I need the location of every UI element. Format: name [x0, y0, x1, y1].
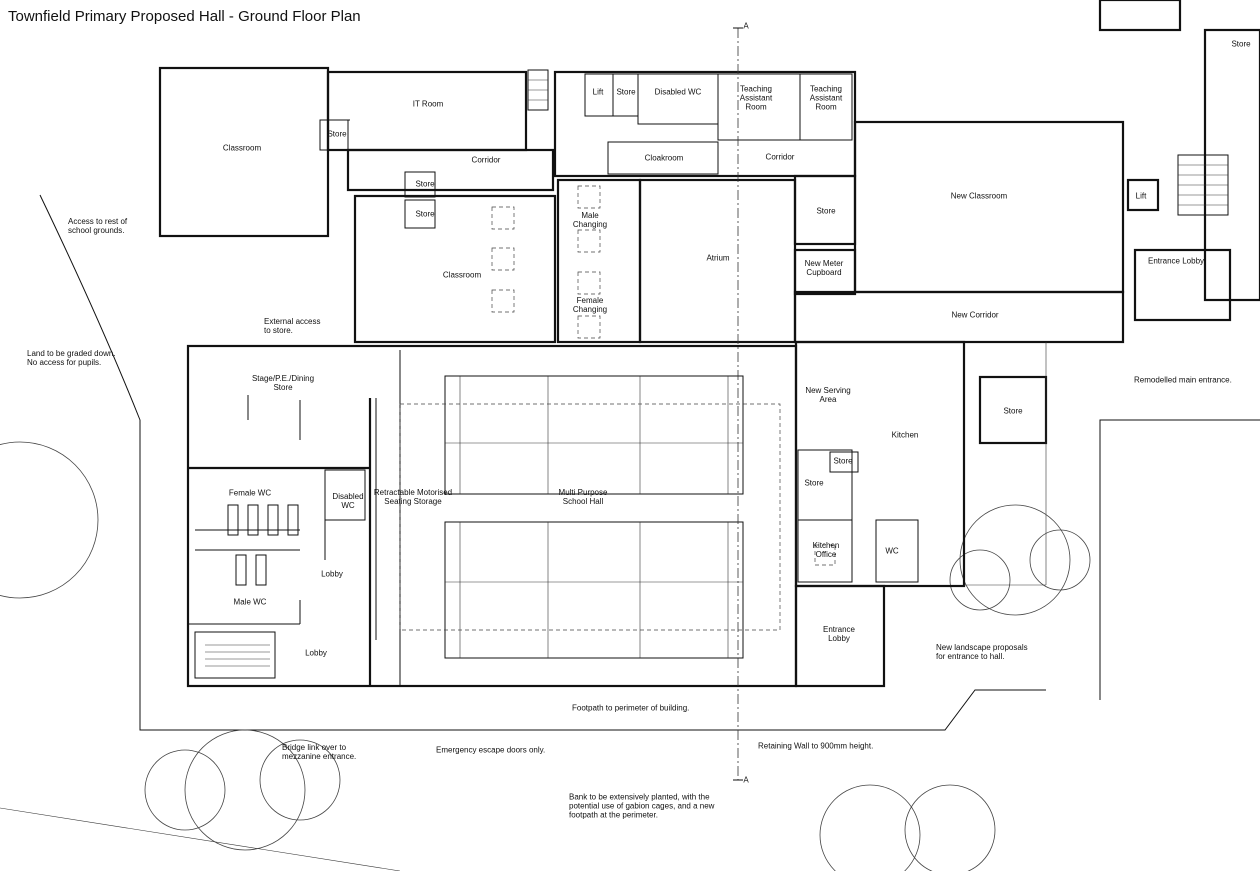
room-label-male-changing: Male Changing	[572, 211, 608, 229]
room-label-lobby-1: Lobby	[321, 569, 343, 579]
annotation-land-graded: Land to be graded down. No access for pu…	[27, 349, 116, 367]
site-boundary	[0, 194, 1260, 871]
room-label-male-wc: Male WC	[233, 597, 267, 607]
annotation-bridge-link: Bridge link over to mezzanine entrance.	[282, 743, 357, 761]
room-label-new-serving-area: New Serving Area	[805, 386, 851, 404]
room-label-store-2: Store	[415, 179, 435, 189]
room-label-classroom-1: Classroom	[222, 143, 262, 153]
room-label-store-3: Store	[415, 209, 435, 219]
room-label-lobby-2: Lobby	[305, 648, 327, 658]
room-label-classroom-2: Classroom	[442, 270, 482, 280]
room-label-store-7: Store	[833, 456, 853, 466]
room-label-corridor-1: Corridor	[471, 155, 501, 165]
room-label-kitchen-office: Kitchen Office	[812, 541, 840, 559]
room-label-store-5: Store	[816, 206, 836, 216]
existing-building-walls	[158, 0, 1260, 344]
room-label-store-6: Store	[1231, 39, 1251, 49]
annotation-remodelled-entrance: Remodelled main entrance.	[1134, 375, 1232, 385]
annotation-retaining-wall: Retaining Wall to 900mm height.	[758, 741, 874, 751]
room-label-store-8: Store	[804, 478, 824, 488]
room-label-atrium: Atrium	[706, 253, 730, 263]
room-label-wc: WC	[885, 546, 899, 556]
annotation-bank: Bank to be extensively planted, with the…	[569, 792, 715, 820]
room-label-disabled-wc-2: Disabled WC	[332, 492, 364, 510]
room-label-store-4: Store	[616, 87, 636, 97]
room-label-it-room: IT Room	[412, 99, 444, 109]
room-label-teaching-assistant-1: Teaching Assistant Room	[739, 84, 773, 112]
room-label-school-hall: Multi Purpose School Hall	[558, 488, 608, 506]
room-label-lift-2: Lift	[1135, 191, 1147, 201]
annotation-footpath: Footpath to perimeter of building.	[572, 703, 690, 713]
room-label-kitchen: Kitchen	[891, 430, 919, 440]
drawing-title: Townfield Primary Proposed Hall - Ground…	[8, 8, 361, 25]
annotation-access-grounds: Access to rest of school grounds.	[68, 217, 128, 235]
room-label-teaching-assistant-2: Teaching Assistant Room	[809, 84, 843, 112]
room-label-new-classroom: New Classroom	[950, 191, 1008, 201]
annotation-emergency: Emergency escape doors only.	[436, 745, 546, 755]
stairs-existing	[527, 69, 1229, 216]
section-line-a	[733, 27, 743, 781]
room-label-female-wc: Female WC	[228, 488, 272, 498]
room-label-entrance-lobby-1: Entrance Lobby	[1147, 256, 1205, 266]
room-label-entrance-lobby-2: Entrance Lobby	[822, 625, 856, 643]
room-label-store-1: Store	[327, 129, 347, 139]
court-markings	[399, 375, 781, 659]
annotation-external-access: External access to store.	[264, 317, 321, 335]
room-label-retractable-seating: Retractable Motorised Seating Storage	[373, 488, 453, 506]
room-label-female-changing: Female Changing	[572, 296, 608, 314]
kitchen-walls	[794, 340, 1048, 688]
dashed-fixtures	[491, 185, 836, 566]
section-marker-top: A	[743, 21, 749, 31]
room-label-cloakroom: Cloakroom	[644, 153, 684, 163]
section-marker-bottom: A	[743, 775, 749, 785]
room-label-store-9: Store	[1003, 406, 1023, 416]
room-label-corridor-2: Corridor	[765, 152, 795, 162]
proposed-hall-walls	[186, 344, 798, 688]
room-label-stage-store: Stage/P.E./Dining Store	[251, 374, 315, 392]
room-label-new-corridor: New Corridor	[951, 310, 999, 320]
room-label-new-meter-cupboard: New Meter Cupboard	[804, 259, 844, 277]
annotation-landscape: New landscape proposals for entrance to …	[936, 643, 1028, 661]
tree-outlines	[0, 441, 1091, 871]
room-label-lift-1: Lift	[592, 87, 604, 97]
room-label-disabled-wc-1: Disabled WC	[654, 87, 702, 97]
